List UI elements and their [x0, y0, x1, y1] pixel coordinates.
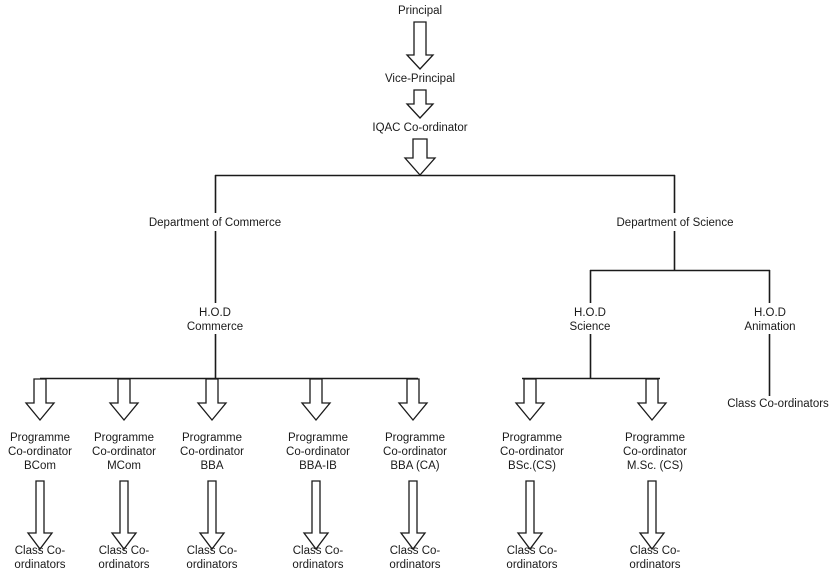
- arrow-pc-bsc-to-class-coordinators: [516, 480, 544, 551]
- node-class-coordinators-msc: Class Co- ordinators: [629, 545, 681, 571]
- node-hod-science: H.O.D Science: [569, 307, 611, 333]
- node-class-coordinators-mcom: Class Co- ordinators: [98, 545, 150, 571]
- arrow-pc-bba-to-class-coordinators: [198, 480, 226, 551]
- node-hod-commerce: H.O.D Commerce: [186, 307, 244, 333]
- node-department-of-commerce: Department of Commerce: [148, 217, 282, 229]
- node-class-coordinators-animation: Class Co-ordinators: [727, 398, 829, 410]
- arrow-pc-bba-ib-to-class-coordinators: [302, 480, 330, 551]
- arrow-pc-bba-ca-to-class-coordinators: [399, 480, 427, 551]
- node-programme-coordinator-msc-cs: Programme Co-ordinator M.Sc. (CS): [623, 432, 687, 472]
- arrow-hod-science-to-pc-msc: [636, 378, 668, 422]
- arrow-vice-principal-to-iqac: [405, 89, 435, 119]
- node-department-of-science: Department of Science: [616, 217, 734, 229]
- arrow-hod-commerce-to-pc-bcom: [24, 378, 56, 422]
- node-programme-coordinator-mcom: Programme Co-ordinator MCom: [92, 432, 156, 472]
- arrow-principal-to-vice-principal: [405, 21, 435, 70]
- arrow-hod-commerce-to-pc-bba-ib: [300, 378, 332, 422]
- node-class-coordinators-bba-ca: Class Co- ordinators: [389, 545, 441, 571]
- node-programme-coordinator-bba-ca: Programme Co-ordinator BBA (CA): [383, 432, 447, 472]
- arrow-iqac-to-split-bar: [403, 138, 437, 176]
- node-class-coordinators-bba-ib: Class Co- ordinators: [292, 545, 344, 571]
- node-hod-animation: H.O.D Animation: [744, 307, 796, 333]
- node-class-coordinators-bsc: Class Co- ordinators: [506, 545, 558, 571]
- node-class-coordinators-bcom: Class Co- ordinators: [14, 545, 66, 571]
- node-class-coordinators-bba: Class Co- ordinators: [186, 545, 238, 571]
- arrow-hod-commerce-to-pc-bba-ca: [397, 378, 429, 422]
- node-programme-coordinator-bba: Programme Co-ordinator BBA: [180, 432, 244, 472]
- node-programme-coordinator-bcom: Programme Co-ordinator BCom: [8, 432, 72, 472]
- block-arrow-group: [24, 21, 668, 551]
- arrow-pc-bcom-to-class-coordinators: [26, 480, 54, 551]
- arrow-pc-msc-to-class-coordinators: [638, 480, 666, 551]
- node-principal: Principal: [397, 5, 443, 17]
- arrow-hod-commerce-to-pc-mcom: [108, 378, 140, 422]
- arrow-hod-science-to-pc-bsc: [514, 378, 546, 422]
- node-programme-coordinator-bba-ib: Programme Co-ordinator BBA-IB: [286, 432, 350, 472]
- arrow-pc-mcom-to-class-coordinators: [110, 480, 138, 551]
- node-programme-coordinator-bsc-cs: Programme Co-ordinator BSc.(CS): [500, 432, 564, 472]
- arrow-hod-commerce-to-pc-bba: [196, 378, 228, 422]
- node-iqac-coordinator: IQAC Co-ordinator: [372, 122, 468, 134]
- node-vice-principal: Vice-Principal: [384, 73, 456, 85]
